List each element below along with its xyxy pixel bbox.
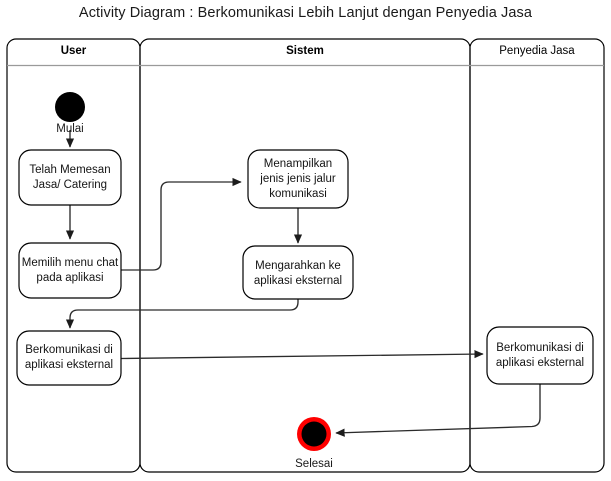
connector-layer (65, 130, 541, 437)
initial-node-mulai (55, 92, 85, 122)
edge-berkomunikasi-user-to-penyedia (120, 349, 484, 360)
activity-berkomunikasi-user[interactable] (16, 330, 122, 386)
final-node-selesai (297, 417, 331, 451)
swimlane-sistem (139, 38, 471, 473)
activity-telah-memesan[interactable] (18, 149, 122, 206)
activity-menampilkan-jalur[interactable] (247, 149, 349, 209)
edge-mengarahkan-to-berkomunikasi-user (65, 299, 299, 329)
swimlane-header-user: User (60, 45, 87, 57)
swimlane-header-penyedia-jasa: Penyedia Jasa (499, 45, 575, 57)
final-node-label: Selesai (295, 458, 333, 470)
activity-berkomunikasi-penyedia[interactable] (486, 326, 594, 385)
edge-berkomunikasi-penyedia-to-selesai (335, 384, 541, 437)
activity-memilih-menu-chat[interactable] (18, 242, 122, 299)
edge-memilih-menu-to-menampilkan (121, 177, 242, 271)
swimlane-header-sistem: Sistem (286, 45, 324, 57)
swimlane-user (6, 38, 141, 473)
initial-node-label: Mulai (56, 123, 84, 135)
page-title: Activity Diagram : Berkomunikasi Lebih L… (78, 5, 533, 21)
swimlane-penyedia-jasa (469, 38, 605, 473)
activity-mengarahkan-eksternal[interactable] (242, 245, 354, 300)
